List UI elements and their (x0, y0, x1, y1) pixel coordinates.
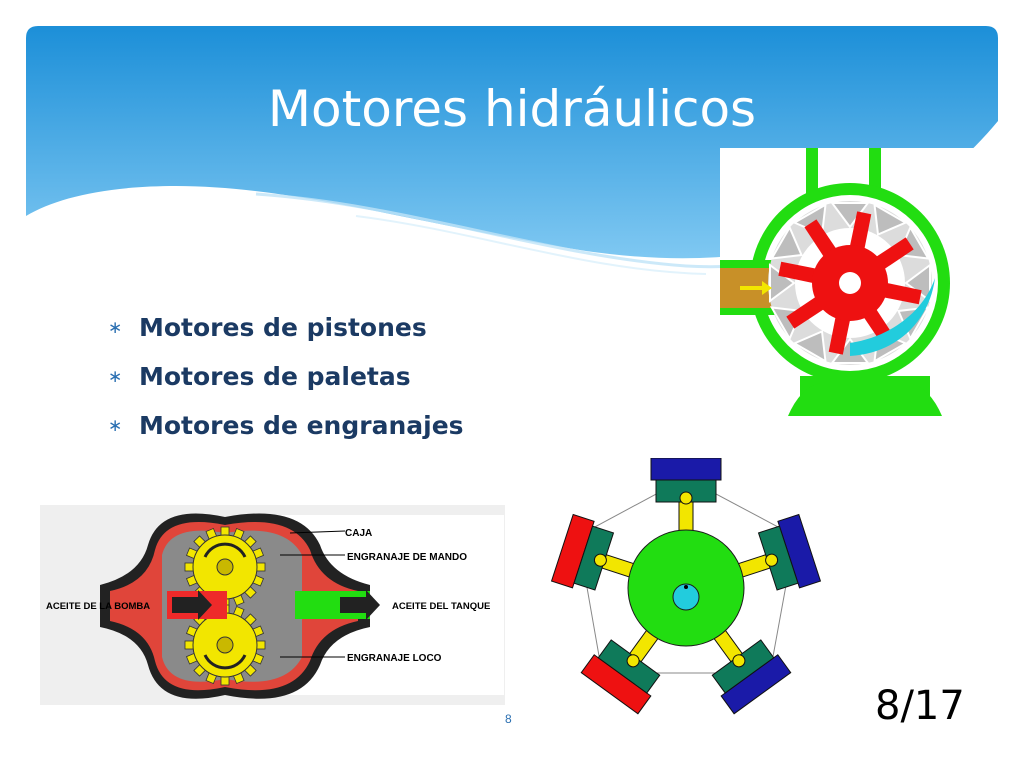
rotor-vane (848, 211, 872, 256)
label-drive-gear: ENGRANAJE DE MANDO (347, 552, 467, 563)
wrist-pin (626, 654, 640, 668)
slide-counter: 8/17 (875, 683, 965, 729)
gear-motor-diagram: CAJA ENGRANAJE DE MANDO ENGRANAJE LOCO A… (40, 505, 505, 705)
rotor-vane (828, 310, 852, 355)
wrist-pin (765, 553, 779, 567)
label-pump-oil: ACEITE DE LA BOMBA (46, 601, 150, 612)
rotation-arrow-icon (203, 542, 247, 558)
piston-assembly (732, 513, 822, 591)
idler-gear (184, 604, 266, 686)
piston-cap (650, 458, 722, 481)
label-caja: CAJA (345, 528, 372, 539)
drive-gear (184, 526, 266, 608)
rotor-vane (877, 281, 922, 305)
page-number: 8 (505, 712, 512, 726)
ring-tooth (873, 202, 908, 236)
bullet-item: ∗ Motores de engranajes (108, 406, 464, 455)
bullet-asterisk-icon: ∗ (108, 416, 123, 436)
rotation-arrow-icon (203, 654, 247, 670)
label-tank-oil: ACEITE DEL TANQUE (392, 601, 490, 612)
gear-hub (216, 636, 234, 654)
ring-tooth (792, 330, 827, 364)
bullet-item: ∗ Motores de pistones (108, 308, 464, 357)
bullet-asterisk-icon: ∗ (108, 318, 123, 338)
slide-title: Motores hidráulicos (267, 80, 757, 138)
gear-pair (184, 526, 266, 686)
wrist-pin (593, 553, 607, 567)
gear-hub (216, 558, 234, 576)
radial-piston-motor-diagram (540, 458, 840, 733)
bullet-list: ∗ Motores de pistones ∗ Motores de paletas… (108, 308, 464, 455)
bullet-text: Motores de engranajes (139, 411, 464, 440)
rotor-vane (778, 261, 823, 285)
piston-assembly (650, 458, 722, 537)
vane-motor-diagram (720, 148, 1000, 423)
wrist-pin (679, 491, 693, 505)
bullet-text: Motores de pistones (139, 313, 427, 342)
label-idler-gear: ENGRANAJE LOCO (347, 653, 442, 664)
bullet-item: ∗ Motores de paletas (108, 357, 464, 406)
ring-tooth (769, 225, 803, 260)
piston-assembly (550, 513, 640, 591)
wrist-pin (732, 654, 746, 668)
bullet-text: Motores de paletas (139, 362, 411, 391)
bullet-asterisk-icon: ∗ (108, 367, 123, 387)
